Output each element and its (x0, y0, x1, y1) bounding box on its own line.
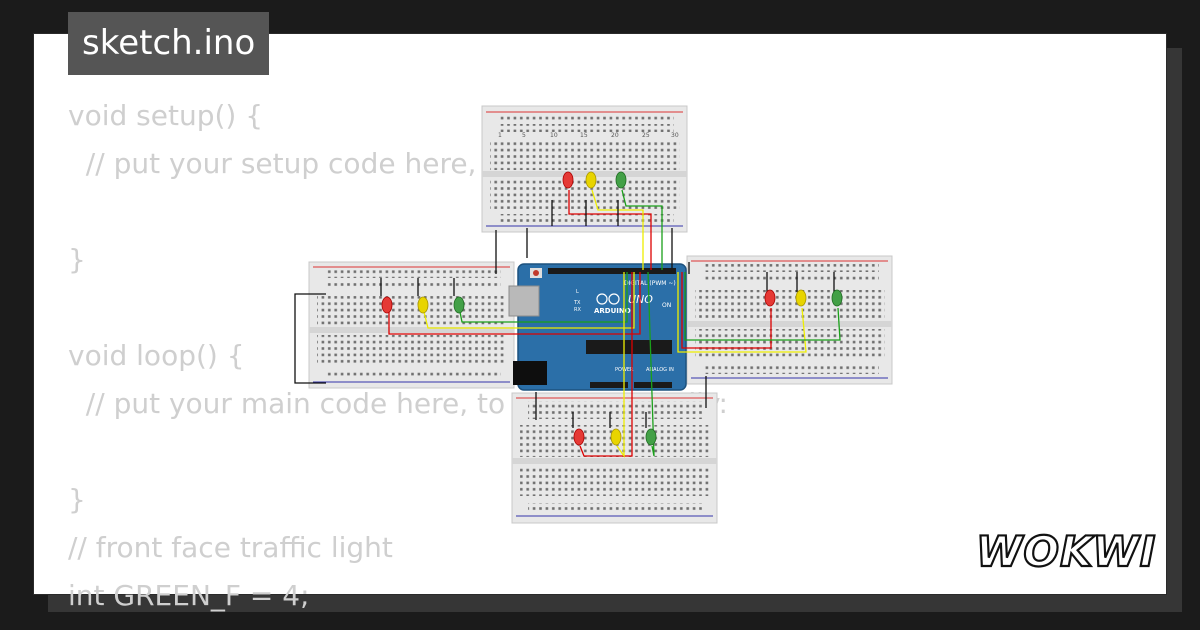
wire-yellow (591, 189, 644, 270)
led-yellow[interactable] (795, 289, 807, 307)
bb-col-label: 1 (498, 132, 502, 139)
led-yellow[interactable] (417, 296, 429, 314)
code-line: void setup() { (68, 99, 264, 132)
rx-label: RX (574, 307, 581, 313)
code-line: } (68, 483, 86, 516)
atmega-chip (586, 340, 672, 354)
wire-yellow (616, 272, 625, 459)
led-yellow[interactable] (610, 428, 622, 446)
traffic-light-left (381, 296, 465, 314)
wire-red (568, 190, 652, 270)
traffic-light-bottom (573, 428, 657, 446)
bb-col-label: 5 (522, 132, 526, 139)
led-red[interactable] (381, 296, 393, 314)
digital-label: DIGITAL (PWM ~) (624, 280, 676, 287)
logo-text: WOKWI (976, 527, 1156, 576)
wire-green (684, 272, 841, 341)
tx-label: TX (573, 300, 581, 306)
breadboard-left (308, 261, 515, 389)
bb-col-label: 30 (671, 132, 679, 139)
led-red[interactable] (764, 289, 776, 307)
traffic-light-right (764, 289, 843, 307)
code-line: void loop() { (68, 339, 245, 372)
wire-black (294, 293, 326, 384)
digital-header (548, 268, 676, 274)
wire-green (621, 189, 663, 270)
wire-red (579, 272, 633, 457)
bb-col-label: 25 (642, 132, 650, 139)
led-yellow[interactable] (585, 171, 597, 189)
wire-red (681, 272, 772, 349)
traffic-light-top (562, 171, 627, 189)
led-green[interactable] (453, 296, 465, 314)
wokwi-logo: WOKWI (975, 526, 1157, 577)
led-green[interactable] (645, 428, 657, 446)
bb-col-label: 20 (611, 132, 619, 139)
analog-label: ANALOG IN (646, 367, 674, 373)
bb-col-label: 10 (550, 132, 558, 139)
breadboard-right (686, 255, 893, 385)
code-line: int GREEN_F = 4; (68, 579, 310, 612)
on-label: ON (662, 302, 671, 309)
wire-green (459, 272, 628, 323)
code-line: } (68, 243, 86, 276)
breadboard-bottom (511, 392, 718, 524)
wire-yellow (677, 272, 807, 353)
wire-yellow (423, 272, 635, 329)
led-red[interactable] (562, 171, 574, 189)
file-tab[interactable]: sketch.ino (68, 12, 270, 75)
breadboard-top (481, 105, 688, 233)
power-jack (513, 361, 547, 385)
led-green[interactable] (615, 171, 627, 189)
wire-red (388, 272, 641, 335)
led-red[interactable] (573, 428, 585, 446)
usb-port (508, 285, 540, 317)
arduino-uno-board[interactable]: DIGITAL (PWM ~) UNO ARDUINO ON TX RX L P… (508, 263, 687, 391)
board-brand: ARDUINO (594, 307, 631, 315)
led-green[interactable] (831, 289, 843, 307)
wires (294, 189, 841, 459)
l-label: L (576, 289, 579, 295)
wire-green (647, 271, 655, 457)
bb-col-label: 15 (580, 132, 588, 139)
code-line: // front face traffic light (68, 531, 393, 564)
